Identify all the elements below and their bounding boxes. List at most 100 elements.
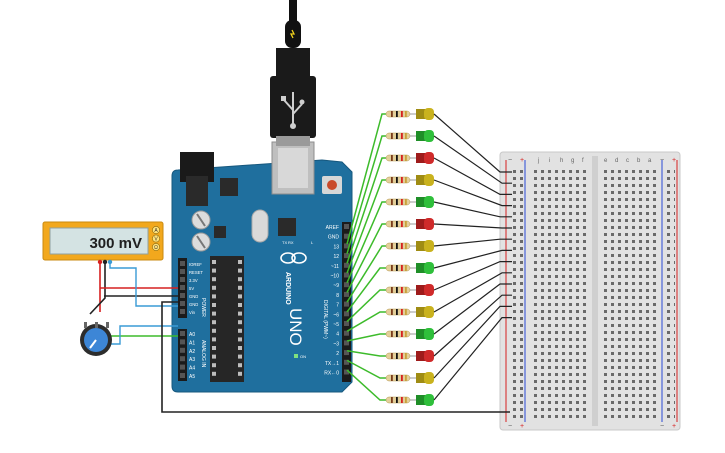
microcontroller-pins: [212, 260, 242, 376]
column-letter: g: [571, 158, 574, 164]
led-green[interactable]: [416, 197, 426, 207]
digital-pin-label: 12: [333, 254, 339, 260]
column-letter: f: [582, 158, 584, 164]
led-assembly-8[interactable]: [346, 261, 512, 323]
rail-minus-mark-right-bottom: −: [660, 423, 664, 430]
arduino-uno-board[interactable]: ON TX RX L ARDUINO UNO POWER ANALOG IN D…: [171, 141, 353, 393]
power-pin-label: RESET: [189, 270, 203, 275]
led-assembly-10[interactable]: [346, 283, 512, 342]
digital-pin-label: ~9: [333, 283, 339, 289]
multimeter-mode-label: A: [154, 228, 158, 234]
ground-wire: [433, 135, 512, 184]
arduino-model: UNO: [286, 308, 305, 346]
power-pin-label: GND: [189, 294, 198, 299]
digital-pin-label: AREF: [326, 225, 339, 231]
analog-header-label: ANALOG IN: [200, 340, 206, 368]
ground-wire: [433, 223, 512, 229]
led-yellow[interactable]: [416, 109, 426, 119]
led-assembly-5[interactable]: [346, 218, 512, 293]
power-pin-label: 3.3V: [189, 278, 198, 283]
multimeter-mode-1[interactable]: [152, 234, 160, 243]
multimeter[interactable]: 300 mV AVΩ: [42, 221, 164, 265]
digital-pin-label: ~5: [333, 322, 339, 328]
on-led: [294, 354, 298, 358]
led-yellow[interactable]: [416, 241, 426, 251]
analog-pin-label: A0: [189, 332, 195, 338]
analog-pin-label: A4: [189, 366, 195, 372]
signal-wire: [346, 349, 386, 357]
led-yellow[interactable]: [416, 307, 426, 317]
led-yellow[interactable]: [416, 373, 426, 383]
led-green[interactable]: [416, 131, 426, 141]
digital-pin-label: 8: [336, 293, 339, 299]
digital-pin-label: RX←0: [324, 371, 339, 377]
signal-wire: [346, 267, 386, 313]
signal-wire: [346, 245, 386, 303]
signal-wire: [346, 223, 386, 293]
on-label: ON: [300, 354, 306, 359]
ground-wire: [433, 238, 512, 247]
ground-wire: [433, 272, 512, 313]
led-green[interactable]: [416, 263, 426, 273]
led-assembly-11[interactable]: [346, 294, 512, 362]
led-assembly-12[interactable]: [346, 305, 512, 384]
led-assembly-4[interactable]: [346, 196, 512, 284]
signal-wire: [346, 311, 386, 332]
led-assembly-3[interactable]: [346, 174, 512, 274]
power-pin-label: Vin: [189, 310, 196, 315]
rail-plus-mark-bottom: +: [520, 423, 524, 430]
led-red[interactable]: [416, 351, 426, 361]
led-red[interactable]: [416, 219, 426, 229]
power-header-label: POWER: [200, 298, 206, 317]
digital-pin-label: 4: [336, 332, 339, 338]
multimeter-screen: [49, 227, 149, 255]
led-assembly-0[interactable]: [346, 108, 512, 245]
led-assembly-2[interactable]: [346, 152, 512, 264]
rail-plus-mark: +: [520, 157, 524, 164]
digital-pin-label: ~10: [331, 274, 340, 280]
led-assembly-6[interactable]: [346, 238, 512, 303]
ground-wire: [433, 201, 512, 218]
column-letter: b: [637, 158, 641, 164]
column-letter: h: [560, 158, 563, 164]
signal-wire: [346, 201, 386, 284]
multimeter-mode-2[interactable]: [152, 243, 160, 251]
multimeter-mode-selector[interactable]: AVΩ: [152, 226, 160, 251]
digital-pin-label: 7: [336, 303, 339, 309]
column-letter: a: [648, 158, 652, 164]
digital-pin-label: 2: [336, 351, 339, 357]
led-red[interactable]: [416, 285, 426, 295]
signal-wire: [346, 369, 386, 401]
ground-wire: [433, 317, 512, 401]
led-red[interactable]: [416, 153, 426, 163]
led-array: [346, 108, 512, 406]
usb-cable: [270, 0, 316, 146]
multimeter-mode-label: Ω: [154, 245, 158, 251]
signal-wire: [346, 359, 386, 379]
led-assembly-1[interactable]: [346, 130, 512, 254]
led-green[interactable]: [416, 395, 426, 405]
ground-wire: [433, 283, 512, 335]
led-yellow[interactable]: [416, 175, 426, 185]
signal-wire: [346, 289, 386, 323]
column-letter: i: [549, 158, 550, 164]
column-letter: j: [537, 158, 539, 164]
multimeter-mode-0[interactable]: [152, 226, 160, 234]
digital-pin-label: ~11: [331, 264, 339, 270]
multimeter-reading: 300 mV: [89, 235, 142, 252]
led-green[interactable]: [416, 329, 426, 339]
analog-header[interactable]: [178, 329, 187, 381]
ground-wire: [433, 179, 512, 207]
potentiometer[interactable]: [80, 322, 112, 356]
signal-wire: [346, 135, 386, 254]
digital-pin-label: 13: [333, 244, 339, 250]
rail-plus-mark-right: +: [672, 157, 676, 164]
rail-plus-mark-right-bottom: +: [672, 423, 676, 430]
led-assembly-13[interactable]: [346, 317, 512, 406]
led-assembly-7[interactable]: [346, 249, 512, 313]
ground-wire: [433, 261, 512, 291]
rx-label: RX: [288, 240, 294, 245]
led-assembly-9[interactable]: [346, 272, 512, 332]
